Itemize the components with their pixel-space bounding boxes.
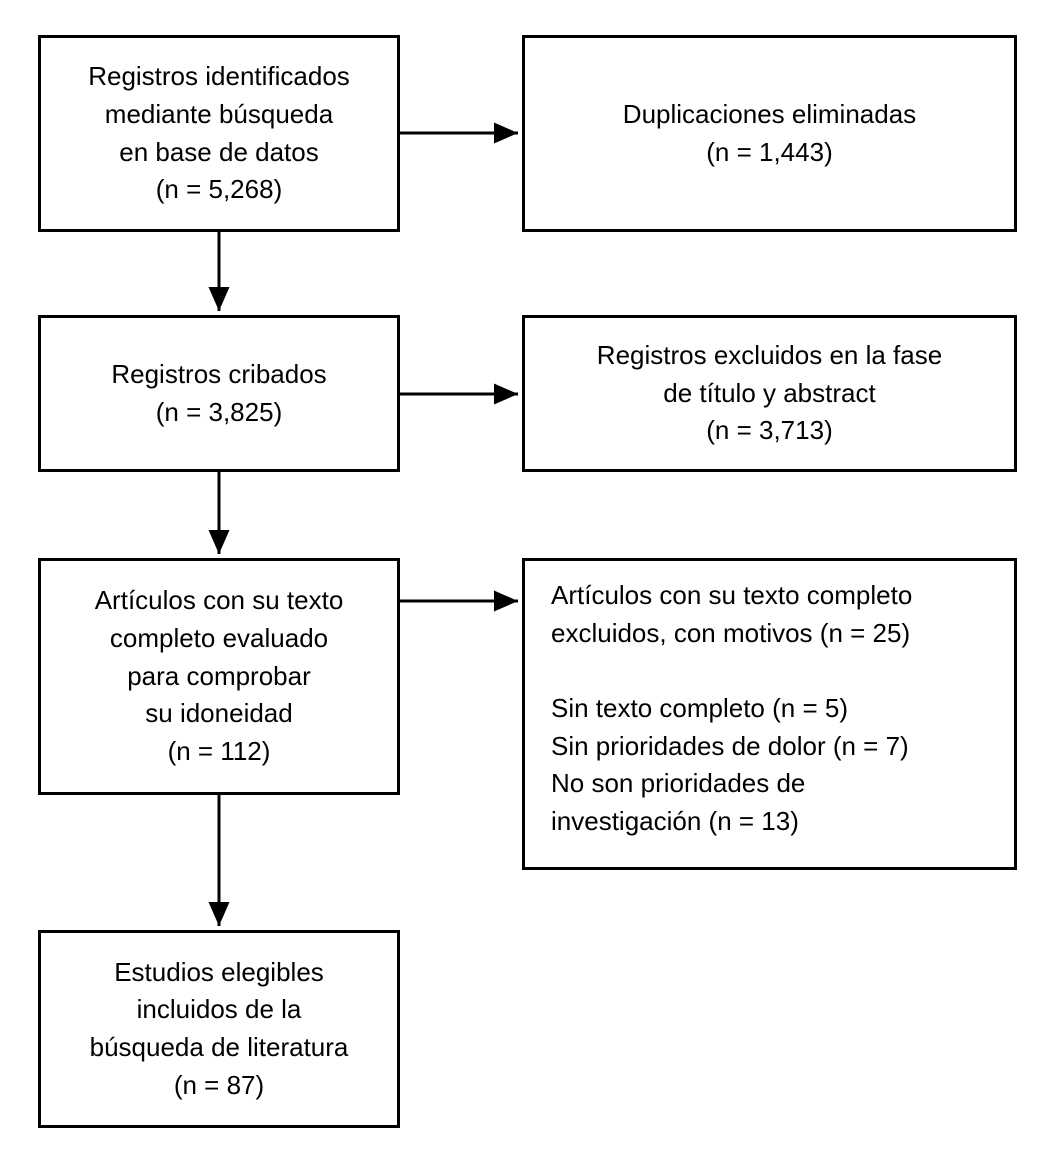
box-fulltext-assessed-text: Artículos con su texto completo evaluado… — [94, 585, 344, 767]
box-records-identified: Registros identificados mediante búsqued… — [38, 35, 400, 232]
box-fulltext-excluded-text: Artículos con su texto completo excluido… — [551, 580, 913, 837]
box-records-identified-text: Registros identificados mediante búsqued… — [88, 61, 350, 205]
box-excluded-title-abstract: Registros excluidos en la fase de título… — [522, 315, 1017, 472]
box-records-screened-text: Registros cribados (n = 3,825) — [111, 358, 327, 427]
box-duplicates-removed: Duplicaciones eliminadas (n = 1,443) — [522, 35, 1017, 232]
box-studies-included: Estudios elegibles incluidos de la búsqu… — [38, 930, 400, 1128]
box-fulltext-assessed: Artículos con su texto completo evaluado… — [38, 558, 400, 795]
box-studies-included-text: Estudios elegibles incluidos de la búsqu… — [89, 956, 349, 1100]
box-fulltext-excluded: Artículos con su texto completo excluido… — [522, 558, 1017, 870]
box-excluded-title-abstract-text: Registros excluidos en la fase de título… — [596, 339, 943, 446]
box-records-screened: Registros cribados (n = 3,825) — [38, 315, 400, 472]
box-duplicates-removed-text: Duplicaciones eliminadas (n = 1,443) — [622, 98, 917, 167]
